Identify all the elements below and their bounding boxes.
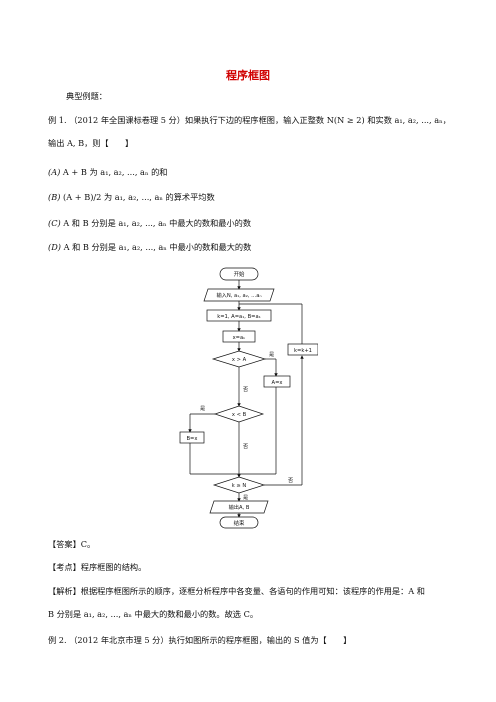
cond2-label: x < B [232,412,247,418]
cond1-label: x > A [232,357,247,363]
example2-line: 例 2. （2012 年北京市理 5 分）执行如图所示的程序框图，输出的 S 值… [48,635,352,645]
analysis-line1: 【解析】根据程序框图所示的顺序，逐框分析程序中各变量、各语句的作用可知：该程序的… [48,586,425,596]
assign-x-label: x=aₖ [233,335,246,341]
option-a: (A) A + B 为 a₁, a₂, ..., aₙ 的和 [48,167,167,178]
cond1-yes-label: 是 [269,351,274,358]
cond3-label: k ≥ N [232,483,247,489]
option-b-label: (B) [48,192,61,202]
option-c: (C) A 和 B 分别是 a₁, a₂, ..., aₙ 中最大的数和最小的数 [48,218,251,229]
output-label: 输出A, B [229,503,250,511]
cond3-yes-label: 是 [243,494,248,501]
example1-line1: 例 1. （2012 年全国课标卷理 5 分）如果执行下边的程序框图，输入正整数… [48,115,451,125]
option-c-label: (C) [48,218,61,228]
example1-line2: 输出 A, B，则【 】 [48,138,134,148]
cond2-no-label: 否 [243,443,248,450]
set-b-box [179,431,205,444]
end-terminal [219,516,259,529]
flowchart: 开始 输入N, a₁, a₂, …aₙ k=1, A=a₁, B=a₁ x=aₖ… [179,267,318,529]
point-line: 【考点】程序框图的结构。 [48,562,147,572]
intro-label: 典型例题： [66,91,107,101]
input-box [203,288,275,302]
inc-k-label: k=k+1 [294,348,312,354]
option-a-text: A + B 为 a₁, a₂, ..., aₙ 的和 [62,167,168,177]
input-label: 输入N, a₁, a₂, …aₙ [216,291,261,299]
init-label: k=1, A=a₁, B=a₁ [217,314,261,320]
answer-line: 【答案】C。 [48,539,96,549]
option-b-text: (A + B)/2 为 a₁, a₂, ..., aₙ 的算术平均数 [63,192,215,202]
option-a-label: (A) [48,167,61,177]
set-a-box [263,375,291,388]
option-d: (D) A 和 B 分别是 a₁, a₂, ..., aₙ 中最小的数和最大的数 [48,242,251,253]
inc-k-box [287,343,318,356]
cond3-no-label: 否 [288,477,293,484]
page-title: 程序框图 [226,69,270,82]
set-b-label: B=x [187,436,198,442]
end-label: 结束 [234,519,245,527]
start-label: 开始 [234,270,245,278]
option-c-text: A 和 B 分别是 a₁, a₂, ..., aₙ 中最大的数和最小的数 [63,218,252,228]
cond1-no-label: 否 [243,386,248,393]
set-a-label: A=x [272,380,283,386]
analysis-line2: B 分别是 a₁, a₂, ..., aₙ 中最大的数和最小的数。故选 C。 [48,609,259,619]
option-b: (B) (A + B)/2 为 a₁, a₂, ..., aₙ 的算术平均数 [48,192,215,203]
option-d-text: A 和 B 分别是 a₁, a₂, ..., aₙ 中最小的数和最大的数 [63,242,252,252]
output-box [209,500,269,514]
cond2-yes-label: 是 [200,405,205,412]
option-d-label: (D) [48,242,61,252]
